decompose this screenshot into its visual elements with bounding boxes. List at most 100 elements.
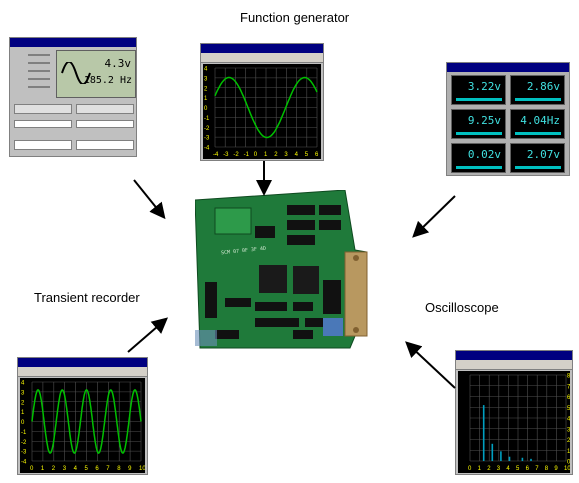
- fg-y-tick-label: -1: [204, 116, 210, 122]
- rc-x-tick-label: 4: [74, 466, 78, 472]
- sp-y-tick-label: 8: [567, 374, 570, 380]
- arrow-board-to-recorder: [127, 317, 169, 353]
- recorder-scope-trace: [31, 389, 142, 454]
- daq-board-image: SCM 07 0F 3F 4D: [194, 189, 375, 350]
- spectrum-peak-bar: [530, 458, 532, 461]
- spectrum-scope-y-ticks: 876543210: [567, 374, 570, 466]
- daq-board-drawing: [194, 189, 368, 349]
- multimeter-reading-value: 9.25v: [467, 114, 501, 127]
- rc-x-tick-label: 9: [128, 466, 132, 472]
- sp-x-tick-label: 9: [554, 466, 558, 472]
- spectrum-peak-bar: [491, 443, 494, 461]
- sine-wave-icon: [61, 62, 91, 84]
- rc-x-tick-label: 8: [117, 466, 121, 472]
- fg-scope-toolbar: [201, 53, 323, 63]
- fg-y-tick-label: 1: [204, 96, 208, 102]
- fg-slider-left[interactable]: [14, 120, 72, 128]
- fg-button-row-right[interactable]: [76, 104, 134, 114]
- fg-y-tick-label: -4: [204, 146, 210, 152]
- fg-x-tick-label: 3: [284, 152, 288, 158]
- fg-x-tick-label: 0: [254, 152, 258, 158]
- fg-y-tick-label: 0: [204, 106, 208, 112]
- fg-x-tick-label: -3: [223, 152, 229, 158]
- spectrum-titlebar: [456, 351, 572, 360]
- spectrum-toolbar: [456, 360, 572, 370]
- multimeter-reading-value: 0.02v: [467, 148, 501, 161]
- fg-x-tick-label: -2: [233, 152, 239, 158]
- rc-y-tick-label: 0: [21, 420, 25, 426]
- sp-y-tick-label: 7: [567, 384, 570, 390]
- sp-x-tick-label: 8: [545, 466, 549, 472]
- fg-scrollbar-left[interactable]: [14, 140, 72, 150]
- rc-x-tick-label: 0: [30, 466, 34, 472]
- multimeter-reading-value: 2.86v: [526, 80, 560, 93]
- sp-y-tick-label: 3: [567, 427, 570, 433]
- sp-x-tick-label: 5: [516, 466, 520, 472]
- fg-scope-grid: [214, 67, 318, 148]
- sp-x-tick-label: 7: [535, 466, 539, 472]
- multimeter-reading-cell: 2.86v: [510, 75, 565, 105]
- rc-x-tick-label: 3: [63, 466, 67, 472]
- fg-x-tick-label: 6: [315, 152, 319, 158]
- multimeter-reading-cell: 0.02v: [451, 143, 506, 173]
- multimeter-reading-value: 3.22v: [467, 80, 501, 93]
- rc-y-tick-label: 2: [21, 400, 25, 406]
- arrow-spectrum-to-board: [405, 341, 456, 389]
- rc-y-tick-label: -3: [21, 450, 27, 456]
- sp-x-tick-label: 6: [526, 466, 530, 472]
- multimeter-reading-cell: 3.22v: [451, 75, 506, 105]
- multimeter-level-bar: [515, 132, 561, 135]
- multimeter-level-bar: [456, 132, 502, 135]
- arrow-multimeter-to-board: [412, 195, 456, 238]
- recorder-titlebar: [18, 358, 147, 367]
- transient-recorder-label: Transient recorder: [34, 290, 140, 305]
- fg-y-tick-label: -3: [204, 136, 210, 142]
- fg-knob-column: [16, 52, 56, 96]
- spectrum-scope-bars: [482, 405, 532, 461]
- sp-x-tick-label: 4: [506, 466, 510, 472]
- sp-x-tick-label: 3: [497, 466, 501, 472]
- fg-x-tick-label: -1: [244, 152, 250, 158]
- multimeter-level-bar: [515, 98, 561, 101]
- fg-button-row-left[interactable]: [14, 104, 72, 114]
- fg-x-tick-label: 5: [305, 152, 309, 158]
- fg-scrollbar-right[interactable]: [76, 140, 134, 150]
- fg-lcd-display: 4.3v 185.2 Hz: [56, 50, 136, 98]
- fg-x-tick-label: 2: [274, 152, 278, 158]
- rc-x-tick-label: 7: [106, 466, 110, 472]
- fg-y-tick-label: -2: [204, 126, 210, 132]
- rc-x-tick-label: 1: [41, 466, 45, 472]
- rc-y-tick-label: 3: [21, 390, 25, 396]
- spectrum-scope-grid: [469, 374, 567, 462]
- fg-scope-trace: [214, 76, 318, 139]
- rc-x-tick-label: 2: [52, 466, 56, 472]
- sp-x-tick-label: 2: [487, 466, 491, 472]
- multimeter-titlebar: [447, 63, 569, 72]
- sp-y-tick-label: 6: [567, 395, 570, 401]
- fg-y-tick-label: 2: [204, 86, 208, 92]
- fg-frequency-readout: 185.2 Hz: [83, 75, 132, 86]
- spectrum-peak-bar: [508, 456, 511, 461]
- sp-y-tick-label: 5: [567, 406, 570, 412]
- sp-y-tick-label: 2: [567, 438, 570, 444]
- rc-y-tick-label: -4: [21, 460, 27, 466]
- fg-y-tick-label: 4: [204, 67, 208, 73]
- multimeter-reading-value: 2.07v: [526, 148, 560, 161]
- multimeter-reading-cell: 9.25v: [451, 109, 506, 139]
- spectrum-peak-bar: [500, 451, 502, 461]
- fg-slider-right[interactable]: [76, 120, 134, 128]
- sp-y-tick-label: 1: [567, 449, 570, 455]
